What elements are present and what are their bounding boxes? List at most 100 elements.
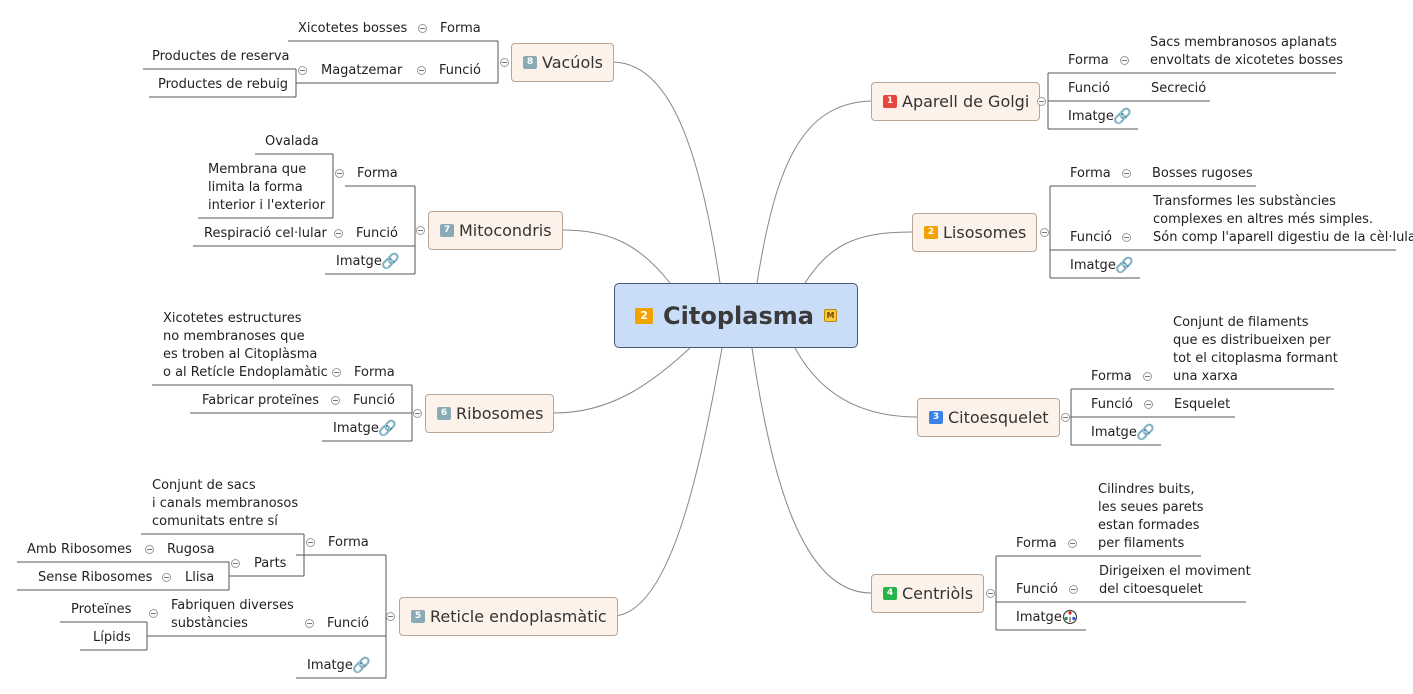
reticle-funcio-line1: Fabriquen diverses — [171, 598, 294, 613]
citoesquelet-priority-badge: 3 — [929, 411, 943, 424]
centriols-title: Centriòls — [902, 584, 974, 603]
vacuols-magatzemar-sub2: Productes de rebuig — [158, 77, 289, 92]
vacuols-funcio-collapse-toggle[interactable] — [417, 66, 426, 75]
mitocondris-imatge-label[interactable]: Imatge — [336, 254, 382, 269]
mitocondris-funcio-label[interactable]: Funció — [356, 226, 398, 241]
vacuols-magatzemar-label[interactable]: Magatzemar — [321, 63, 403, 78]
topic-vacuols[interactable]: 8 Vacúols — [511, 43, 615, 82]
citoesquelet-funcio-label[interactable]: Funció — [1091, 397, 1133, 412]
citoesquelet-forma-line2: que es distribueixen per — [1173, 333, 1331, 348]
mitocondris-forma-sub2-line1: Membrana que — [208, 162, 307, 177]
golgi-imatge-link-icon[interactable]: 🔗 — [1113, 107, 1132, 125]
ribosomes-forma-line2: no membranoses que — [163, 329, 305, 344]
link-central-ribosomes — [553, 347, 691, 414]
lisosomes-funcio-label[interactable]: Funció — [1070, 230, 1112, 245]
golgi-forma-line1: Sacs membranosos aplanats — [1150, 35, 1337, 50]
link-central-reticle — [611, 347, 723, 617]
ribosomes-forma-label[interactable]: Forma — [354, 365, 395, 380]
ribosomes-imatge-link-icon[interactable]: 🔗 — [378, 419, 397, 437]
topic-reticle-endoplasmatic[interactable]: 5 Reticle endoplasmàtic — [399, 597, 618, 636]
topic-ribosomes[interactable]: 6 Ribosomes — [425, 394, 555, 433]
reticle-rugosa-label[interactable]: Rugosa — [167, 542, 215, 557]
golgi-collapse-toggle[interactable] — [1037, 97, 1046, 106]
mitocondris-imatge-link-icon[interactable]: 🔗 — [381, 252, 400, 270]
vacuols-forma-value: Xicotetes bosses — [298, 21, 408, 36]
link-central-lisosomes — [804, 231, 913, 284]
lisosomes-funcio-line2: complexes en altres més simples. — [1153, 212, 1373, 227]
topic-citoesquelet[interactable]: 3 Citoesquelet — [917, 398, 1060, 437]
centriols-forma-line2: les seues parets — [1098, 500, 1204, 515]
lisosomes-forma-value: Bosses rugoses — [1152, 166, 1253, 181]
golgi-priority-badge: 1 — [883, 95, 897, 108]
reticle-funcio-sub-collapse-toggle[interactable] — [149, 609, 158, 618]
centriols-collapse-toggle[interactable] — [986, 589, 995, 598]
centriols-forma-label[interactable]: Forma — [1016, 536, 1057, 551]
citoesquelet-forma-collapse-toggle[interactable] — [1143, 372, 1152, 381]
citoesquelet-title: Citoesquelet — [948, 408, 1049, 427]
citoesquelet-imatge-link-icon[interactable]: 🔗 — [1136, 423, 1155, 441]
reticle-forma-collapse-toggle[interactable] — [306, 538, 315, 547]
centriols-funcio-collapse-toggle[interactable] — [1069, 585, 1078, 594]
golgi-imatge-label[interactable]: Imatge — [1068, 109, 1114, 124]
centriols-funcio-label[interactable]: Funció — [1016, 582, 1058, 597]
mitocondris-collapse-toggle[interactable] — [416, 226, 425, 235]
ribosomes-imatge-label[interactable]: Imatge — [333, 421, 379, 436]
topic-aparell-golgi[interactable]: 1 Aparell de Golgi — [871, 82, 1041, 121]
reticle-imatge-label[interactable]: Imatge — [307, 658, 353, 673]
topic-mitocondris[interactable]: 7 Mitocondris — [428, 211, 563, 250]
lisosomes-funcio-line1: Transformes les substàncies — [1153, 194, 1336, 209]
golgi-forma-label[interactable]: Forma — [1068, 53, 1109, 68]
centriols-imatge-label[interactable]: Imatge — [1016, 610, 1062, 625]
centriols-priority-badge: 4 — [883, 587, 897, 600]
reticle-forma-line1: Conjunt de sacs — [152, 478, 256, 493]
reticle-llisa-collapse-toggle[interactable] — [162, 573, 171, 582]
ribosomes-collapse-toggle[interactable] — [413, 409, 422, 418]
citoesquelet-collapse-toggle[interactable] — [1061, 413, 1070, 422]
ribosomes-forma-line3: es troben al Citoplàsma — [163, 347, 318, 362]
reticle-llisa-label[interactable]: Llisa — [185, 570, 215, 585]
citoesquelet-funcio-collapse-toggle[interactable] — [1144, 400, 1153, 409]
mitocondris-forma-collapse-toggle[interactable] — [335, 169, 344, 178]
reticle-collapse-toggle[interactable] — [386, 612, 395, 621]
lisosomes-collapse-toggle[interactable] — [1040, 228, 1049, 237]
lisosomes-funcio-collapse-toggle[interactable] — [1122, 233, 1131, 242]
vacuols-forma-label[interactable]: Forma — [440, 21, 481, 36]
vacuols-magatzemar-collapse-toggle[interactable] — [298, 66, 307, 75]
link-central-vacuols — [611, 61, 721, 284]
lisosomes-imatge-label[interactable]: Imatge — [1070, 258, 1116, 273]
reticle-funcio-label[interactable]: Funció — [327, 616, 369, 631]
central-topic[interactable]: 2 Citoplasma M — [614, 283, 858, 348]
reticle-parts-label[interactable]: Parts — [254, 556, 287, 571]
vacuols-collapse-toggle[interactable] — [500, 58, 509, 67]
centriols-imatge-wikipedia-icon[interactable] — [1062, 609, 1078, 625]
lisosomes-imatge-link-icon[interactable]: 🔗 — [1115, 256, 1134, 274]
mitocondris-title: Mitocondris — [459, 221, 552, 240]
mitocondris-forma-label[interactable]: Forma — [357, 166, 398, 181]
topic-centriols[interactable]: 4 Centriòls — [871, 574, 985, 613]
reticle-rugosa-collapse-toggle[interactable] — [145, 545, 154, 554]
mitocondris-forma-sub2-line3: interior i l'exterior — [208, 198, 326, 213]
ribosomes-forma-line1: Xicotetes estructures — [163, 311, 302, 326]
reticle-llisa-value: Sense Ribosomes — [38, 570, 153, 585]
lisosomes-forma-label[interactable]: Forma — [1070, 166, 1111, 181]
reticle-imatge-link-icon[interactable]: 🔗 — [352, 656, 371, 674]
vacuols-priority-badge: 8 — [523, 56, 537, 69]
golgi-forma-collapse-toggle[interactable] — [1120, 56, 1129, 65]
citoesquelet-forma-line4: una xarxa — [1173, 369, 1238, 384]
ribosomes-funcio-collapse-toggle[interactable] — [331, 396, 340, 405]
vacuols-funcio-label[interactable]: Funció — [439, 63, 481, 78]
citoesquelet-forma-label[interactable]: Forma — [1091, 369, 1132, 384]
vacuols-forma-collapse-toggle[interactable] — [418, 24, 427, 33]
ribosomes-forma-collapse-toggle[interactable] — [332, 368, 341, 377]
centriols-forma-collapse-toggle[interactable] — [1068, 539, 1077, 548]
reticle-funcio-collapse-toggle[interactable] — [305, 619, 314, 628]
reticle-funcio-sub1: Proteïnes — [71, 602, 132, 617]
topic-lisosomes[interactable]: 2 Lisosomes — [912, 213, 1038, 252]
lisosomes-forma-collapse-toggle[interactable] — [1122, 169, 1131, 178]
reticle-forma-label[interactable]: Forma — [328, 535, 369, 550]
citoesquelet-imatge-label[interactable]: Imatge — [1091, 425, 1137, 440]
ribosomes-funcio-label[interactable]: Funció — [353, 393, 395, 408]
reticle-parts-collapse-toggle[interactable] — [231, 559, 240, 568]
mitocondris-funcio-collapse-toggle[interactable] — [334, 229, 343, 238]
golgi-funcio-label[interactable]: Funció — [1068, 81, 1110, 96]
